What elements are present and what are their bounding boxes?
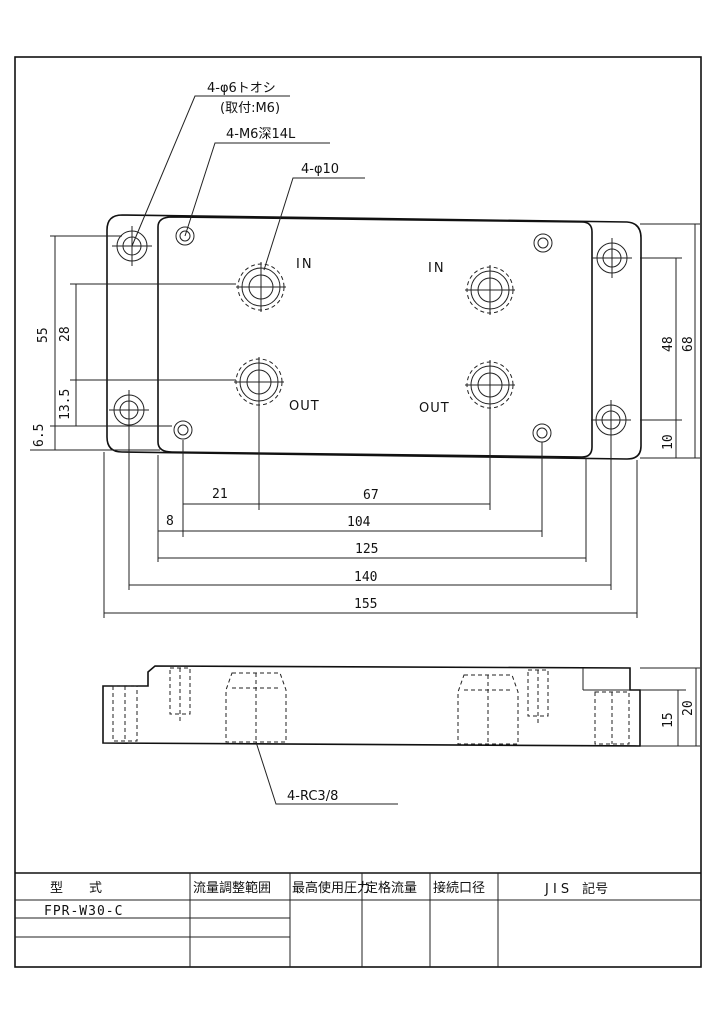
title-block	[15, 872, 701, 967]
base-plate-outline	[106, 214, 642, 460]
port-label-out-left: OUT	[289, 399, 320, 414]
mount-hole-bl	[109, 390, 149, 430]
mount-hole-br	[591, 400, 631, 440]
dim-125: 125	[355, 542, 378, 557]
callout-thru-hole-text: 4-φ6トオシ	[207, 81, 276, 96]
dim-8: 8	[166, 514, 174, 529]
tb-header-jis: J I S 記号	[544, 881, 608, 897]
dim-20: 20	[681, 700, 696, 716]
dim-10: 10	[661, 434, 676, 450]
dim-6-5: 6.5	[32, 424, 47, 447]
side-view: 15 20 4-RC3/8	[102, 665, 700, 805]
mount-hole-tr	[592, 238, 632, 278]
dim-15: 15	[661, 712, 676, 728]
manifold-block-outline	[157, 216, 593, 458]
callout-thru-hole-sub: (取付:M6)	[220, 101, 280, 116]
dim-right	[640, 223, 700, 459]
callout-thru-hole: 4-φ6トオシ (取付:M6)	[131, 81, 290, 247]
plan-view: IN IN OUT OUT 4-φ6トオシ (取付:M6) 4-M6深14L 4…	[30, 81, 700, 618]
port-label-in-left: IN	[296, 257, 314, 272]
dim-55: 55	[36, 327, 51, 343]
dim-67: 67	[363, 488, 379, 503]
tap-hole-br	[532, 423, 552, 443]
dim-48: 48	[661, 336, 676, 352]
callout-bore-text: 4-φ10	[301, 162, 339, 177]
port-in-left	[236, 262, 286, 312]
side-outline	[102, 665, 641, 747]
dim-bottom	[103, 407, 638, 618]
tb-header-range: 流量調整範囲	[193, 881, 271, 896]
port-out-right	[465, 360, 515, 410]
callout-bore: 4-φ10	[263, 162, 365, 271]
tb-model-value: FPR-W30-C	[44, 904, 123, 919]
tb-header-model: 型 式	[50, 881, 102, 896]
tb-header-pressure: 最高使用圧力	[292, 880, 370, 896]
dim-13-5: 13.5	[58, 389, 73, 420]
port-out-left	[234, 357, 284, 407]
dim-21: 21	[212, 487, 228, 502]
dim-68: 68	[681, 336, 696, 352]
dim-155: 155	[354, 597, 377, 612]
dim-104: 104	[347, 515, 371, 530]
tap-hole-tr	[533, 233, 553, 253]
dim-left	[30, 235, 236, 451]
tb-header-flow: 定格流量	[365, 880, 417, 896]
callout-rc-text: 4-RC3/8	[287, 789, 338, 804]
tap-hole-bl	[173, 420, 193, 440]
callout-tap-text: 4-M6深14L	[226, 127, 296, 142]
callout-tap: 4-M6深14L	[184, 127, 330, 237]
dim-28: 28	[58, 326, 73, 342]
dim-140: 140	[354, 570, 377, 585]
tap-hole-tl	[175, 226, 195, 246]
port-in-right	[465, 265, 515, 315]
port-label-in-right: IN	[428, 261, 446, 276]
port-label-out-right: OUT	[419, 401, 450, 416]
sheet-border	[14, 56, 702, 968]
tb-header-port: 接続口径	[433, 880, 485, 896]
